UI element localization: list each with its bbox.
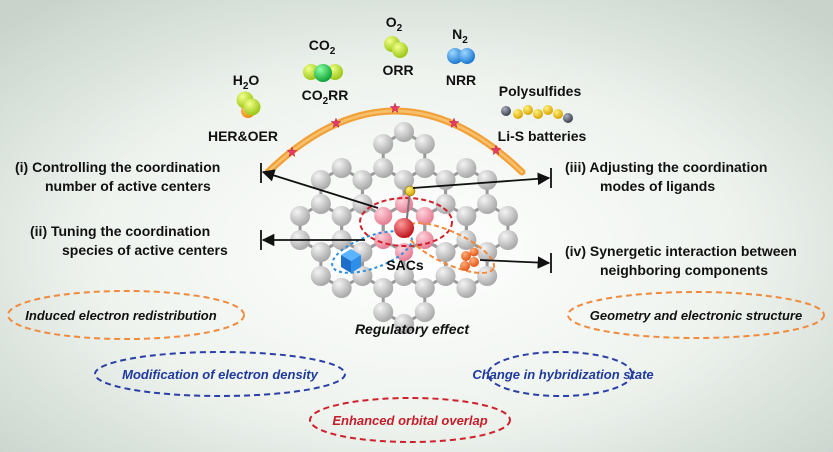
ligand-atom-icon: [404, 185, 416, 197]
polysulfide-chain-icon: [501, 105, 573, 123]
lattice-atom-icon: [456, 206, 477, 226]
lattice-atom-icon: [414, 158, 435, 178]
strategy-arrows: [260, 163, 552, 273]
arrow-iv: [479, 256, 551, 269]
induced-ellipse: [7, 290, 245, 340]
n2-molecule-icon: [447, 48, 475, 64]
co2-molecule-icon: [303, 64, 343, 82]
geometry-ellipse: [567, 291, 825, 339]
lattice-atom-icon: [497, 206, 518, 226]
lattice-atom-icon: [477, 242, 498, 262]
lattice-atom-icon: [373, 134, 394, 154]
lattice-atom-icon: [414, 302, 435, 322]
h2o-formula: H2O: [233, 72, 260, 92]
h2o-molecule-icon: [236, 91, 261, 118]
cube-icon: [341, 249, 361, 273]
lattice-atom-icon: [310, 194, 331, 214]
lattice-atom-icon: [477, 194, 498, 214]
orbital-overlap-ellipse: [309, 397, 511, 443]
lattice-atom-icon: [435, 194, 456, 214]
arc-star-icons: [286, 102, 502, 158]
strategy-i-line2: number of active centers: [45, 178, 211, 194]
lattice-atom-icon: [477, 170, 498, 190]
graphene-lattice: [290, 122, 518, 334]
strategy-ii-line2: species of active centers: [62, 242, 228, 258]
co2-formula: CO2: [309, 37, 336, 57]
coordinating-atom-icon: [395, 243, 413, 261]
coordination-ellipse-red: [359, 197, 453, 247]
orr-label: ORR: [382, 62, 413, 78]
cluster-icon: [460, 247, 479, 271]
lattice-atom-icon: [456, 158, 477, 178]
induced-electron-label: Induced electron redistribution: [25, 308, 216, 323]
hybridization-ellipse: [487, 351, 633, 397]
regulatory-effect-label: Regulatory effect: [355, 321, 470, 337]
lattice-atom-icon: [373, 302, 394, 322]
coordination-ellipse-blue: [331, 230, 413, 274]
modification-ellipse: [94, 351, 346, 397]
lattice-atom-icon: [456, 230, 477, 250]
her-oer-label: HER&OER: [208, 128, 278, 144]
lattice-atom-icon: [497, 230, 518, 250]
lattice-atom-icon: [394, 314, 414, 334]
o2-molecule-icon: [384, 36, 408, 58]
lattice-atom-icon: [435, 266, 456, 286]
lattice-atom-icon: [310, 266, 331, 286]
lattice-atom-icon: [456, 278, 477, 298]
lattice-atom-icon: [331, 158, 352, 178]
co2rr-label: CO2RR: [302, 87, 349, 107]
hybridization-label: Change in hybridization state: [472, 367, 653, 382]
coordinating-atom-icon: [374, 231, 393, 249]
lattice-atom-icon: [414, 134, 435, 154]
strategy-i-line1: (i) Controlling the coordination: [15, 159, 220, 175]
geometry-electronic-label: Geometry and electronic structure: [590, 308, 802, 323]
strategy-iii-line1: (iii) Adjusting the coordination: [565, 159, 767, 175]
lattice-atom-icon: [331, 278, 352, 298]
coordinating-atom-icon: [415, 207, 434, 225]
lattice-atom-icon: [373, 158, 394, 178]
lattice-atom-icon: [331, 206, 352, 226]
single-atom-center-icon: [394, 218, 414, 238]
o2-formula: O2: [386, 14, 403, 34]
strategy-iii-line2: modes of ligands: [600, 178, 715, 194]
strategy-iv-line2: neighboring components: [600, 262, 768, 278]
coordinating-atom-icon: [374, 207, 393, 225]
lattice-atom-icon: [394, 266, 414, 286]
arrow-iii: [412, 172, 551, 189]
lattice-atom-icon: [290, 206, 311, 226]
lattice-atom-icon: [352, 170, 373, 190]
arrow-i: [261, 169, 379, 209]
li-s-batteries-label: Li-S batteries: [498, 128, 587, 144]
strategy-iv-line1: (iv) Synergetic interaction between: [565, 243, 797, 259]
nrr-label: NRR: [446, 72, 476, 88]
lattice-atom-icon: [310, 242, 331, 262]
strategy-ii-line1: (ii) Tuning the coordination: [30, 223, 210, 239]
orbital-overlap-label: Enhanced orbital overlap: [332, 413, 487, 428]
lattice-atom-icon: [414, 278, 435, 298]
lattice-atom-icon: [394, 170, 414, 190]
n2-formula: N2: [452, 26, 468, 46]
lattice-atom-icon: [435, 242, 456, 262]
lattice-atom-icon: [352, 266, 373, 286]
polysulfides-label: Polysulfides: [499, 83, 582, 99]
lattice-atom-icon: [310, 170, 331, 190]
modification-electron-label: Modification of electron density: [122, 367, 319, 382]
lattice-atom-icon: [394, 122, 414, 142]
lattice-atom-icon: [373, 278, 394, 298]
sacs-label: SACs: [386, 257, 424, 273]
